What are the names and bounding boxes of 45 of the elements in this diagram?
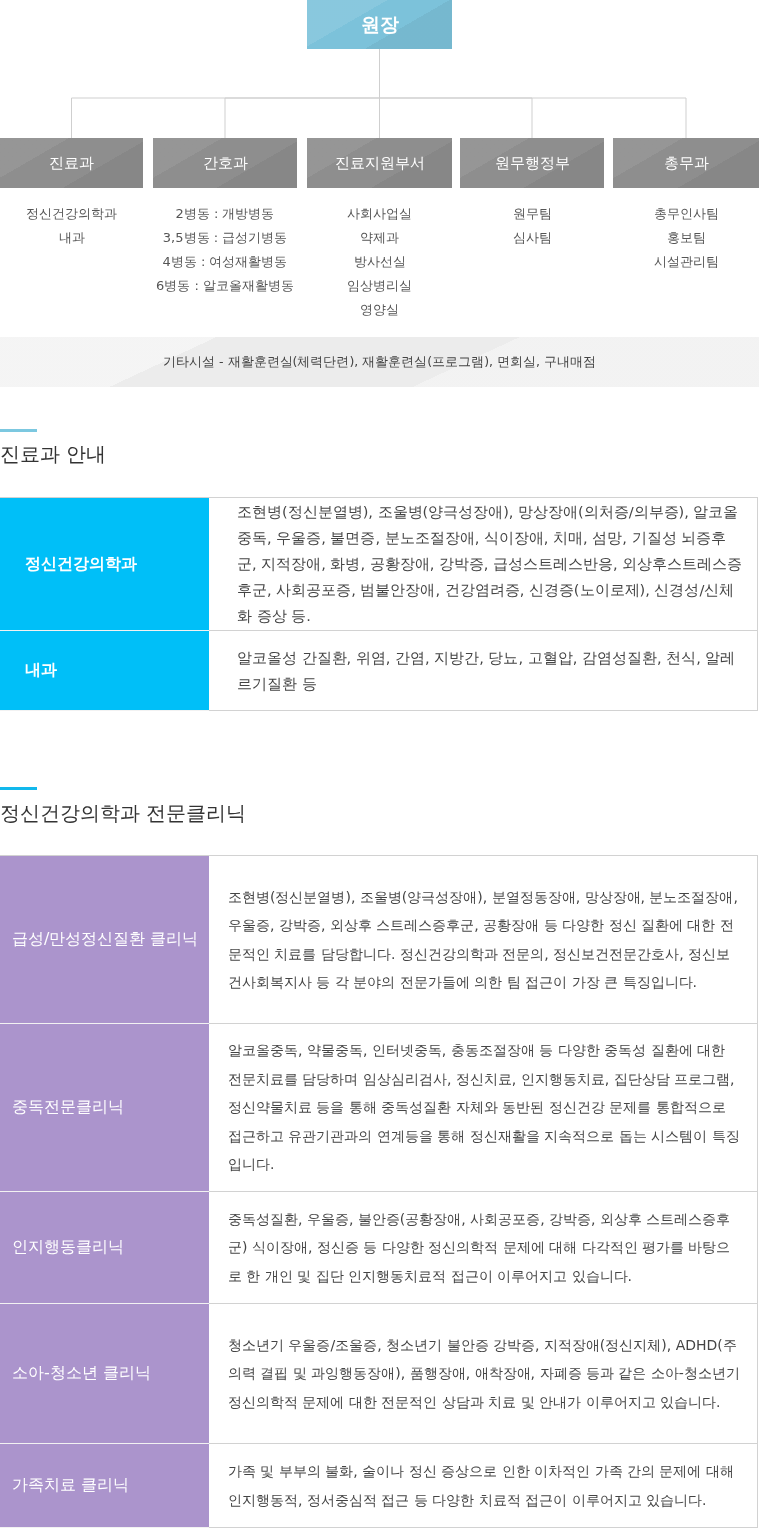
- header-cell: 정신건강의학과: [0, 497, 209, 631]
- sub-unit-name: 방사선실: [353, 253, 406, 271]
- department-box: [153, 138, 297, 188]
- department-name: 원무행정부: [494, 153, 570, 173]
- department-name: 간호과: [202, 153, 248, 173]
- sub-unit-name: 총무인사팀: [653, 205, 719, 223]
- department-box: [460, 138, 604, 188]
- department-name: 총무과: [663, 153, 709, 173]
- sub-unit-name: 4병동 : 여성재활병동: [162, 253, 288, 271]
- department-name: 진료과: [49, 153, 94, 173]
- sub-unit-name: 6병동 : 알코올재활병동: [156, 277, 294, 295]
- sub-unit-name: 3,5병동 : 급성기병동: [162, 229, 288, 247]
- description-cell: 알코올중독, 약물중독, 인터넷중독, 충동조절장애 등 다양한 중독성 질환에 대한 전문치료를 담당하며 임상심리검사, 정신치료, 인지행동치료, 집단상담 프로그램, 정신약물치료 등을 통해 중독성질환 자체와 동반된 정신건강 문제를 통합적으로 접근하고 유관기관과의 연계등을 통해 정신재활을 지속적으로 돕는 시스템이 특징입니다.: [209, 1023, 758, 1192]
- sub-unit-name: 영양실: [360, 301, 399, 319]
- header-cell: 중독전문클리닉: [0, 1023, 209, 1192]
- facilities-note: 기타시설 - 재활훈련실(체력단련), 재활훈련실(프로그램), 면회실, 구내매점: [163, 353, 596, 371]
- description-cell: 조현병(정신분열병), 조울병(양극성장애), 분열정동장애, 망상장애, 분노조절장애, 우울증, 강박증, 외상후 스트레스증후군, 공황장애 등 다양한 정신 질환에 대한 전문적인 치료를 담당합니다. 정신건강의학과 전문의, 정신보건전문간호사, 정신보건사회복지사 등 각 분야의 전문가들에 의한 팀 접근이 가장 큰 특징입니다.: [209, 855, 758, 1024]
- description-cell: 중독성질환, 우울증, 불안증(공황장애, 사회공포증, 강박증, 외상후 스트레스증후군) 식이장애, 정신증 등 다양한 정신의학적 문제에 대해 다각적인 평가를 바탕으로 한 개인 및 집단 인지행동치료적 접근이 이루어지고 있습니다.: [209, 1191, 758, 1304]
- description-cell: 조현병(정신분열병), 조울병(양극성장애), 망상장애(의처증/의부증), 알코올중독, 우울증, 불면증, 분노조절장애, 식이장애, 치매, 섬망, 기질성 뇌증후군, 지적장애, 화병, 공황장애, 강박증, 급성스트레스반응, 외상후스트레스증후군, 사회공포증, 범불안장애, 건강염려증, 신경증(노이로제), 신경성/신체화 증상 등.: [209, 497, 758, 631]
- header-cell: 가족치료 클리닉: [0, 1443, 209, 1528]
- section-heading: 진료과 안내: [0, 441, 107, 467]
- description-cell: 알코올성 간질환, 위염, 간염, 지방간, 당뇨, 고혈압, 감염성질환, 천식, 알레르기질환 등: [209, 630, 758, 711]
- header-cell: 소아-청소년 클리닉: [0, 1303, 209, 1444]
- header-cell: 인지행동클리닉: [0, 1191, 209, 1304]
- department-box: [613, 138, 759, 188]
- director-title: 원장: [360, 11, 399, 37]
- description-cell: 청소년기 우울증/조울증, 청소년기 불안증 강박증, 지적장애(정신지체), ADHD(주의력 결핍 및 과잉행동장애), 품행장애, 애착장애, 자폐증 등과 같은 소아-청소년기 정신의학적 문제에 대한 전문적인 상담과 치료 및 안내가 이루어지고 있습니다.: [209, 1303, 758, 1444]
- department-box: [307, 138, 452, 188]
- director-box: [307, 0, 452, 49]
- description-cell: 가족 및 부부의 불화, 술이나 정신 증상으로 인한 이차적인 가족 간의 문제에 대해 인지행동적, 정서중심적 접근 등 다양한 치료적 접근이 이루어지고 있습니다.: [209, 1443, 758, 1528]
- sub-unit-name: 2병동 : 개방병동: [175, 205, 275, 223]
- sub-unit-name: 내과: [58, 229, 85, 247]
- sub-unit-name: 심사팀: [512, 229, 552, 247]
- sub-unit-name: 사회사업실: [347, 205, 412, 223]
- sub-unit-name: 시설관리팀: [653, 253, 719, 271]
- department-name: 진료지원부서: [334, 153, 425, 173]
- sub-unit-name: 약제과: [360, 229, 399, 247]
- department-box: [0, 138, 143, 188]
- sub-unit-name: 홍보팀: [666, 229, 706, 247]
- sub-unit-name: 원무팀: [512, 205, 552, 223]
- header-cell: 급성/만성정신질환 클리닉: [0, 855, 209, 1024]
- header-cell: 내과: [0, 630, 209, 711]
- sub-unit-name: 임상병리실: [347, 277, 412, 295]
- section-heading: 정신건강의학과 전문클리닉: [0, 800, 247, 826]
- sub-unit-name: 정신건강의학과: [26, 205, 117, 223]
